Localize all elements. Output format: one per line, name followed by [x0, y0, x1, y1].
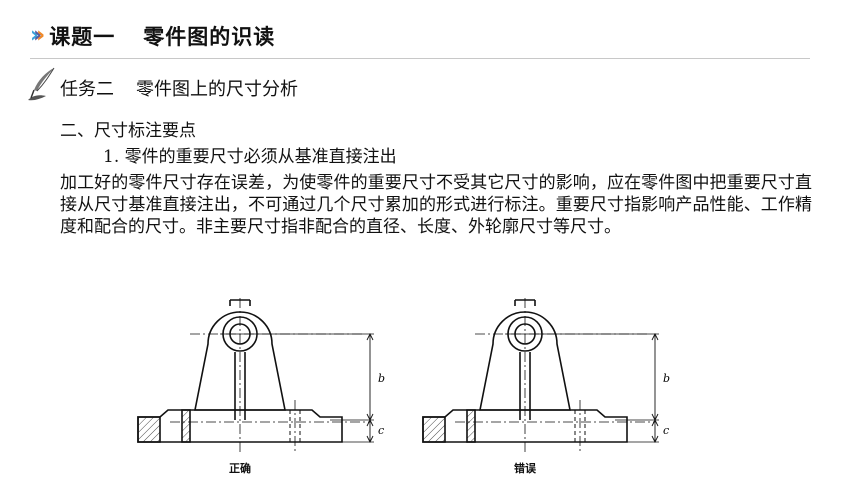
- chevrons-icon: › › ›: [30, 23, 45, 48]
- caption-wrong: 错误: [514, 462, 536, 475]
- dim-b-right: b: [663, 372, 670, 385]
- lesson-title: 课题一: [49, 25, 116, 49]
- figure-drawing: b c b c: [137, 298, 670, 452]
- slide-header: › › › 课题一 零件图的识读: [30, 20, 275, 52]
- bearing-bracket-figure: b c b c 正确 错误: [130, 292, 670, 476]
- drawing-correct: [137, 298, 374, 452]
- dim-c-left: c: [378, 424, 384, 437]
- subheading: 1. 零件的重要尺寸必须从基准直接注出: [103, 147, 397, 167]
- body-paragraph: 加工好的零件尺寸存在误差，为使零件的重要尺寸不受其它尺寸的影响，应在零件图中把重…: [60, 173, 812, 237]
- section-heading: 二、尺寸标注要点: [60, 121, 196, 141]
- task-title: 零件图上的尺寸分析: [136, 79, 298, 100]
- dim-b-left: b: [378, 372, 385, 385]
- lesson-subtitle: 零件图的识读: [143, 25, 276, 49]
- drawing-wrong: [422, 298, 659, 452]
- dim-c-right: c: [663, 424, 669, 437]
- caption-correct: 正确: [229, 462, 251, 475]
- quill-pen-icon: [28, 67, 55, 101]
- header-divider: [30, 58, 810, 59]
- task-heading: 任务二 零件图上的尺寸分析: [24, 66, 298, 104]
- task-label: 任务二: [60, 79, 114, 100]
